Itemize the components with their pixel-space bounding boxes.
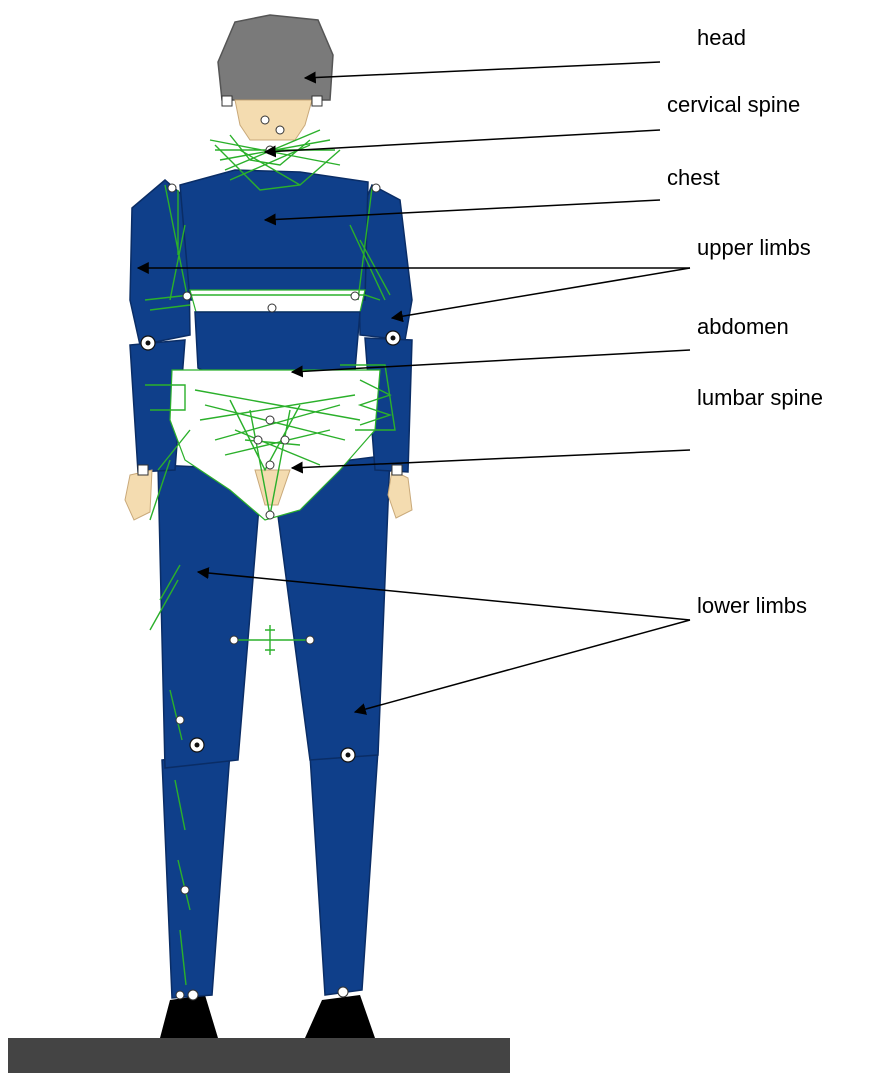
label-head: head bbox=[697, 25, 746, 50]
arrow-head bbox=[305, 62, 660, 78]
right-lower-leg bbox=[310, 750, 378, 995]
left-lower-leg bbox=[162, 752, 230, 998]
label-chest: chest bbox=[667, 165, 720, 190]
label-upper-limbs: upper limbs bbox=[697, 235, 811, 260]
label-lower-limbs: lower limbs bbox=[697, 593, 807, 618]
right-hand bbox=[388, 470, 412, 518]
face-neck-skin bbox=[235, 100, 312, 140]
label-cervical-spine: cervical spine bbox=[667, 92, 800, 117]
left-hand bbox=[125, 470, 152, 520]
right-foot bbox=[305, 995, 375, 1038]
arrow-lower-limbs-left bbox=[198, 572, 690, 620]
arrow-upper-limbs-right bbox=[392, 268, 690, 318]
left-foot bbox=[160, 995, 218, 1038]
chest-gap bbox=[190, 290, 365, 312]
label-lumbar-spine: lumbar spine bbox=[697, 385, 823, 410]
label-abdomen: abdomen bbox=[697, 314, 789, 339]
floor-plate bbox=[8, 1038, 510, 1073]
left-thigh bbox=[158, 465, 262, 768]
chest-segment bbox=[180, 170, 368, 300]
head-segment bbox=[218, 15, 333, 100]
arrow-lower-limbs-right bbox=[355, 620, 690, 712]
